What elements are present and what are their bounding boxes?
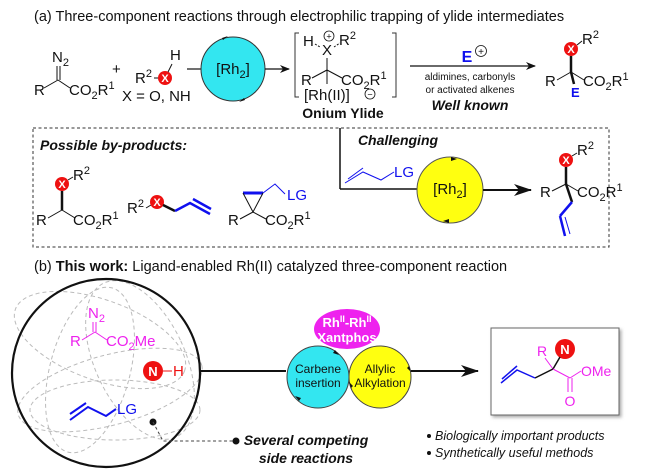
svg-text:N: N [560,342,569,357]
rh2-catalyst-cycle: [Rh2] [200,36,266,102]
svg-text:[Rh(II)]: [Rh(II)] [304,87,350,104]
svg-text:Allylic: Allylic [365,362,396,376]
svg-text:CO2R1: CO2R1 [341,70,387,92]
svg-text:LG: LG [287,187,307,204]
svg-text:Challenging: Challenging [358,132,439,148]
svg-text:X: X [322,42,332,59]
svg-text:E: E [571,85,580,100]
byproduct-insertion: X R2 R CO2R1 [36,165,119,232]
svg-text:R: R [301,72,312,89]
svg-text:X: X [161,73,169,85]
allylic-alkylation-cycle: Allylic Alkylation [348,345,412,409]
svg-text:R2: R2 [339,30,356,49]
svg-text:X = O, NH: X = O, NH [122,88,191,105]
product-a: X R2 R E CO2R1 [545,29,629,100]
byproducts-title: Possible by-products: [40,137,187,153]
svg-text:CO2R1: CO2R1 [583,71,629,93]
x-atom-icon [158,71,172,85]
rh-xantphos-catalyst: RhII-RhII Xantphos [314,309,380,349]
nucleophile: R2 X H X = O, NH [122,47,191,105]
svg-text:LG: LG [117,401,137,418]
svg-text:R2: R2 [582,29,599,48]
onium-ylide: H + X R2 R CO2R1 [Rh(II)] − Onium Ylide [294,30,397,121]
svg-text:Well known: Well known [432,97,509,113]
svg-text:LG: LG [394,164,414,181]
plus-sign: + [112,61,121,78]
svg-text:X: X [58,179,66,191]
product-box: N R OMe O [490,327,620,416]
svg-text:RhII-RhII: RhII-RhII [322,314,371,330]
byproduct-allylation: R2 X [127,195,212,217]
svg-text:H: H [173,363,184,380]
svg-text:CO2R1: CO2R1 [577,182,623,204]
svg-text:R: R [228,212,239,229]
svg-text:E: E [462,49,473,66]
electrophile-step: E + aldimines, carbonyls or activated al… [410,45,536,113]
benefits-list: Biologically important products Syntheti… [427,429,605,460]
svg-text:X: X [567,44,575,56]
benefit-item: Biologically important products [435,429,605,443]
svg-text:[Rh2]: [Rh2] [433,181,467,201]
svg-text:X: X [562,155,570,167]
benefit-item: Synthetically useful methods [435,446,593,460]
svg-text:R: R [70,333,81,350]
svg-text:R: R [36,212,47,229]
svg-text:−: − [367,90,372,100]
svg-text:R: R [537,343,547,359]
svg-text:O: O [565,393,576,409]
svg-text:side reactions: side reactions [259,450,353,466]
ylide-caption: Onium Ylide [302,105,384,121]
challenging-product: X R2 R CO2R1 [540,140,623,237]
svg-text:X: X [153,197,161,209]
svg-text:CO2R1: CO2R1 [73,210,119,232]
svg-text:+: + [478,47,484,58]
svg-text:or activated alkenes: or activated alkenes [426,85,515,96]
svg-text:R: R [34,82,45,99]
svg-text:[Rh2]: [Rh2] [216,61,250,81]
svg-text:OMe: OMe [581,363,612,379]
competing-pointer: Several competing side reactions [149,418,369,466]
byproducts-box [32,127,610,248]
section-b-title: (b) This work: Ligand-enabled Rh(II) cat… [34,259,507,275]
challenging-pathway: Challenging LG [339,128,439,190]
svg-text:N2: N2 [88,305,105,325]
svg-text:N: N [148,364,157,379]
svg-text:Alkylation: Alkylation [354,376,405,390]
svg-text:Carbene: Carbene [295,362,341,376]
carbene-insertion-cycle: Carbene insertion [286,345,350,409]
svg-text:H: H [303,33,314,50]
svg-text:Xantphos: Xantphos [317,330,376,345]
svg-text:H: H [170,47,181,64]
svg-text:aldimines, carbonyls: aldimines, carbonyls [425,72,516,83]
svg-text:CO2R1: CO2R1 [69,80,115,102]
svg-text:R2: R2 [577,140,594,159]
section-a-title: (a) Three-component reactions through el… [34,9,564,25]
svg-text:Several competing: Several competing [244,432,369,448]
svg-text:R: R [540,184,551,201]
svg-text:R2: R2 [135,68,152,87]
svg-text:insertion: insertion [295,376,340,390]
svg-text:R2: R2 [73,165,90,184]
svg-text:N2: N2 [52,49,69,69]
svg-text:+: + [326,32,331,42]
svg-text:CO2R1: CO2R1 [265,210,311,232]
diazo-compound: N2 R CO2R1 [34,49,115,102]
svg-text:CO2Me: CO2Me [106,333,155,353]
byproduct-cyclopropanation: LG R CO2R1 [228,183,311,232]
svg-text:R2: R2 [127,198,144,217]
reaction-mixture-circle: N2 R CO2Me N H LG [10,277,203,469]
svg-text:R: R [545,73,556,90]
rh2-catalyst-cycle-yellow: [Rh2] [416,156,484,224]
